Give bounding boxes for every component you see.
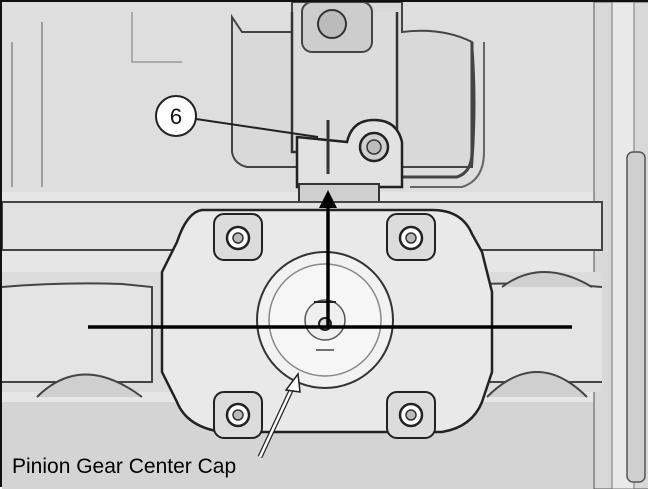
- bolt-top-left: [213, 213, 263, 261]
- bolt-top-right: [386, 213, 436, 261]
- part-label: Pinion Gear Center Cap: [12, 455, 237, 478]
- callout-number: 6: [169, 104, 183, 129]
- bolt-bottom-left: [213, 391, 263, 439]
- bolt-bottom-right: [386, 391, 436, 439]
